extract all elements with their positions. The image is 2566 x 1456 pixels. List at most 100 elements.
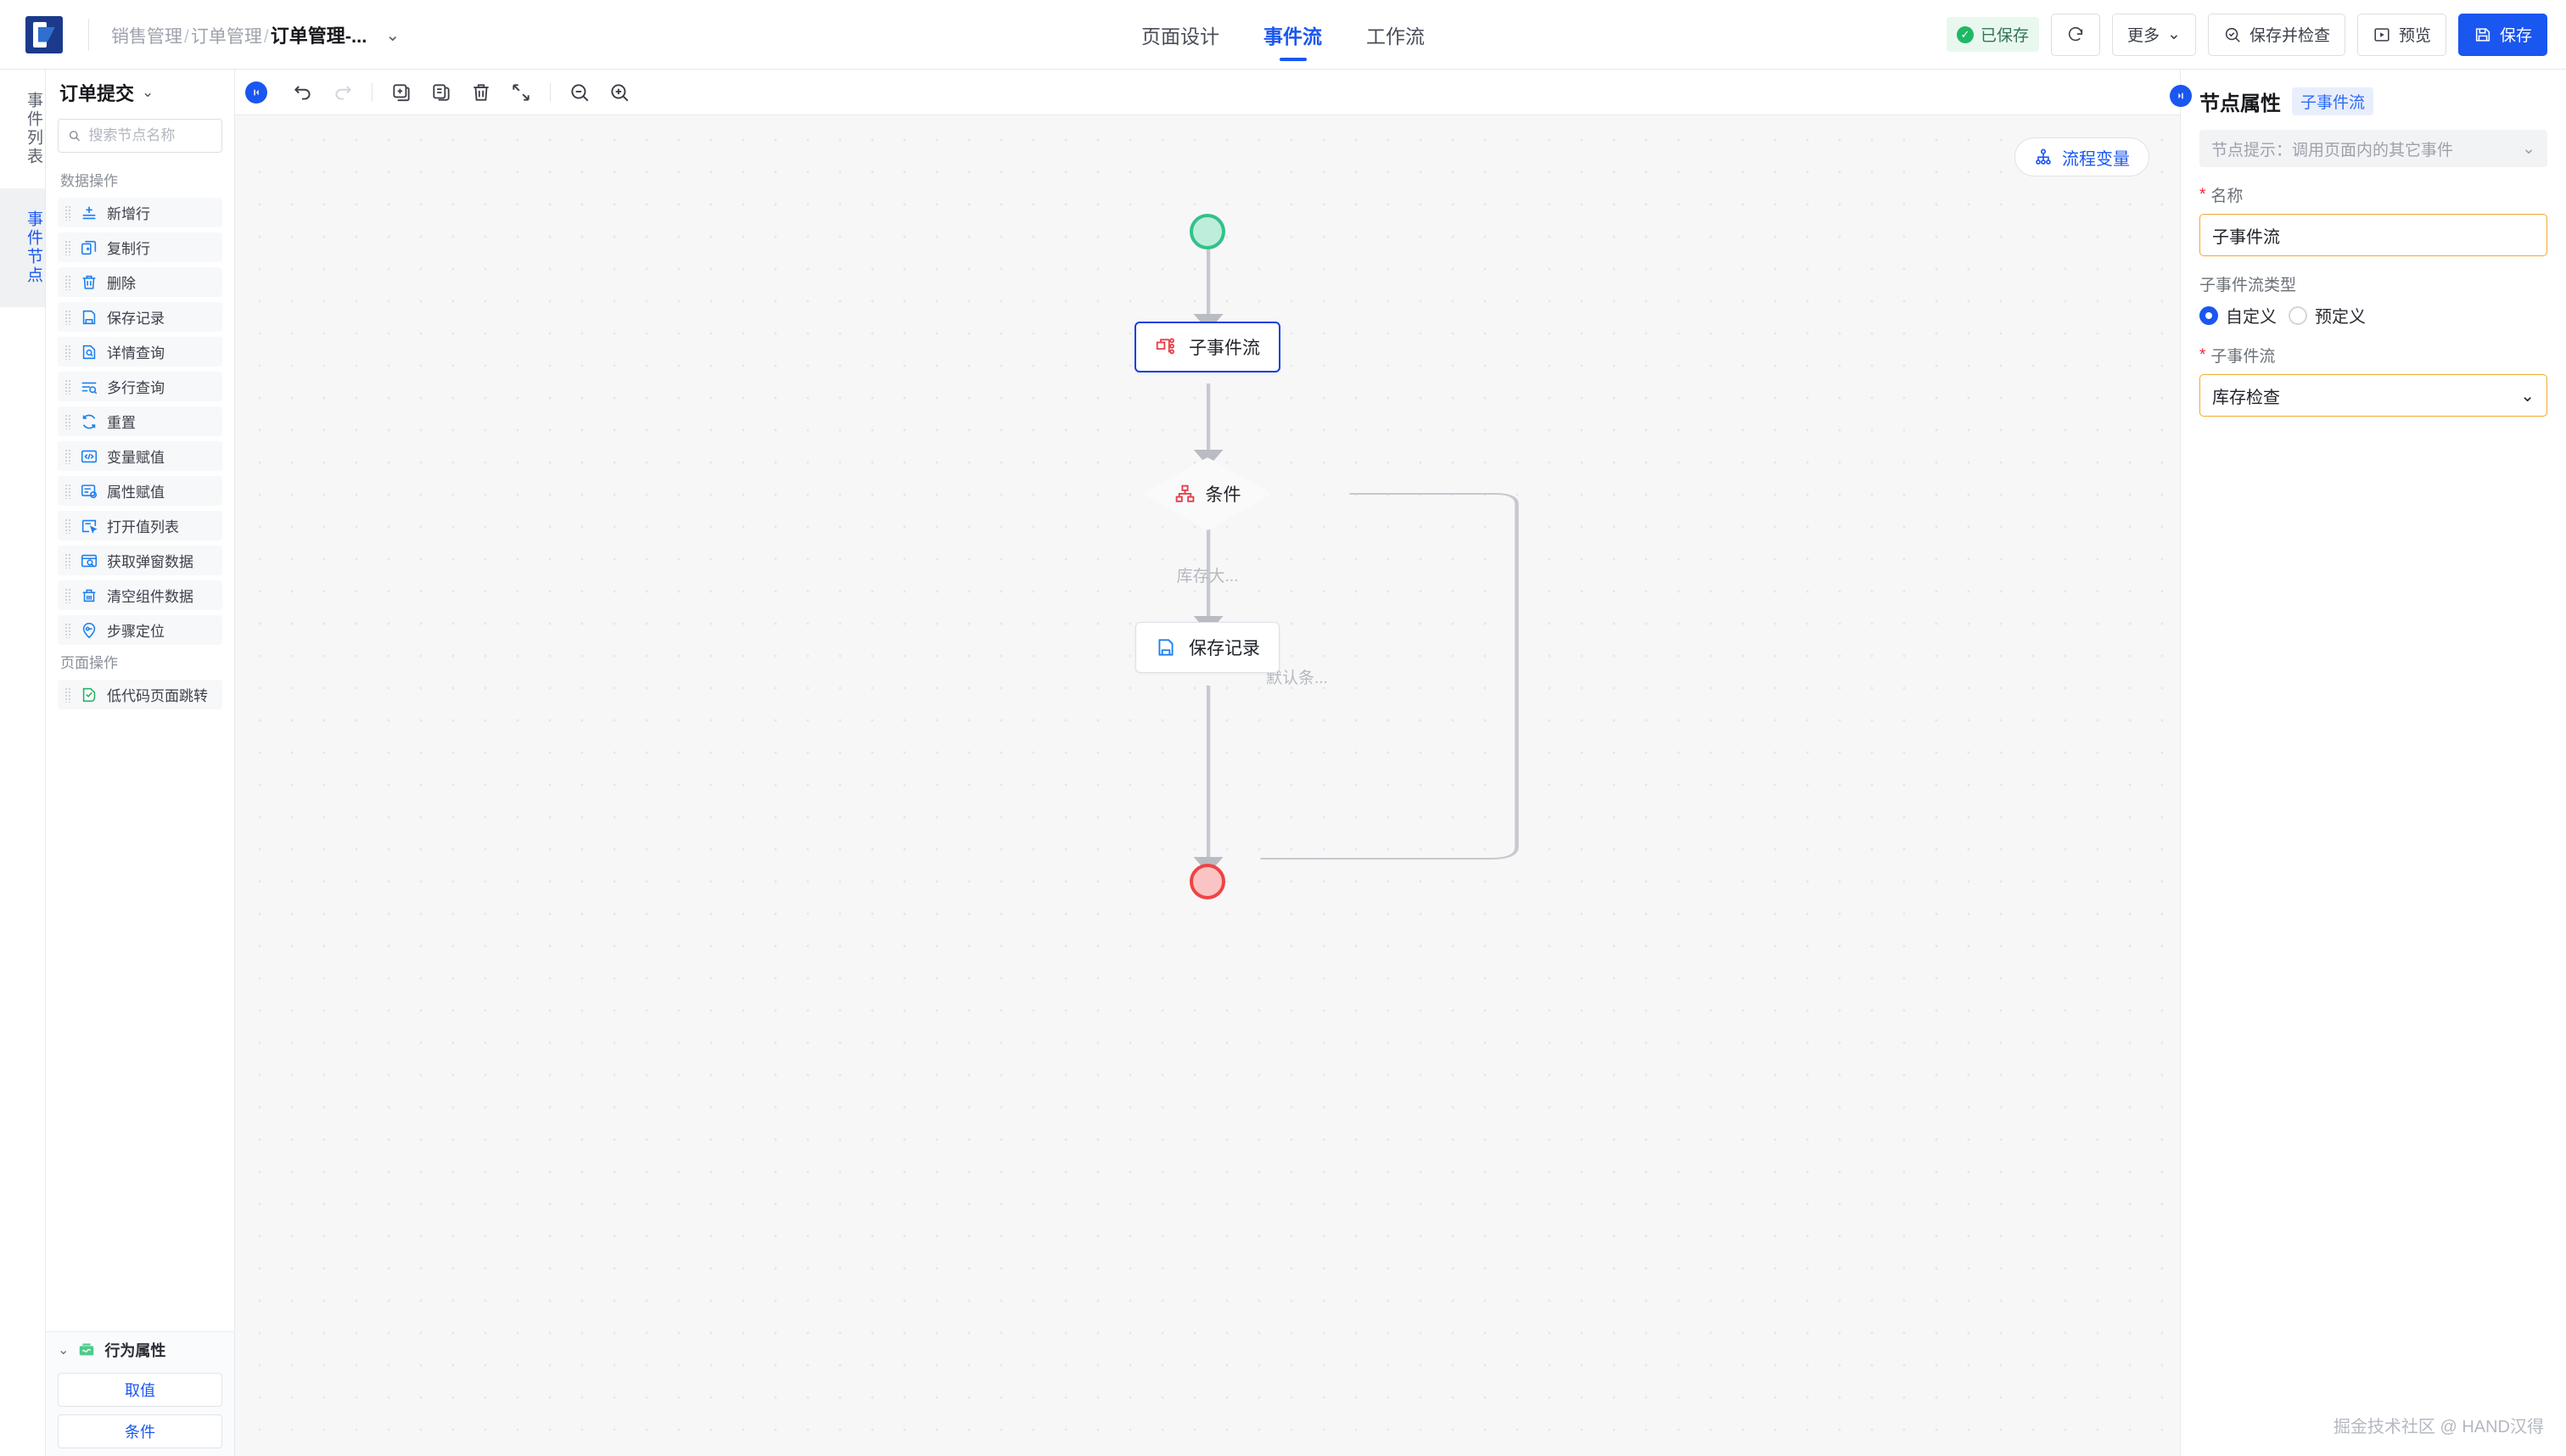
behavior-button-condition[interactable]: 条件 xyxy=(58,1414,222,1448)
search-input[interactable] xyxy=(88,127,212,144)
radio-dot-selected-icon[interactable] xyxy=(2199,305,2218,325)
radio-dot-icon[interactable] xyxy=(2289,305,2307,325)
palette-item-add-row[interactable]: 新增行 xyxy=(58,198,222,227)
search-box[interactable] xyxy=(58,119,222,153)
preview-label: 预览 xyxy=(2398,27,2431,45)
save-button[interactable]: 保存 xyxy=(2457,13,2547,56)
node-subflow[interactable]: 子事件流 xyxy=(1135,322,1280,372)
chevron-down-icon[interactable]: ⌄ xyxy=(2520,386,2535,406)
drag-handle-icon[interactable] xyxy=(64,518,71,534)
palette-header: 订单提交 ⌄ xyxy=(46,70,234,115)
zoom-out-button[interactable] xyxy=(563,76,597,109)
radio-custom[interactable]: 自定义 xyxy=(2199,303,2277,328)
palette-item-label: 清空组件数据 xyxy=(107,589,193,605)
copy-icon xyxy=(393,83,410,101)
name-input[interactable] xyxy=(2212,225,2535,245)
more-button[interactable]: 更多 ⌄ xyxy=(2112,13,2196,56)
drag-handle-icon[interactable] xyxy=(64,483,71,499)
palette-list[interactable]: 数据操作 新增行 复制行 xyxy=(46,163,234,1331)
delete-button[interactable] xyxy=(464,76,498,109)
tab-event-flow[interactable]: 事件流 xyxy=(1263,0,1322,70)
flow-canvas[interactable]: 流程变量 xyxy=(235,115,2180,1456)
copy-button[interactable] xyxy=(384,76,418,109)
drag-handle-icon[interactable] xyxy=(64,552,71,568)
condition-icon xyxy=(1175,484,1194,502)
drag-handle-icon[interactable] xyxy=(64,274,71,290)
toolbar-divider xyxy=(550,82,551,102)
breadcrumb-separator: / xyxy=(184,26,189,47)
chevron-down-icon[interactable]: ⌄ xyxy=(2522,139,2535,158)
node-hint-banner[interactable]: 节点提示：调用页面内的其它事件 ⌄ xyxy=(2199,130,2547,167)
palette-item-delete[interactable]: 删除 xyxy=(58,267,222,297)
palette-item-copy-row[interactable]: 复制行 xyxy=(58,232,222,262)
flow-variable-icon xyxy=(2036,148,2051,165)
behavior-button-get-value[interactable]: 取值 xyxy=(58,1373,222,1407)
zoom-in-button[interactable] xyxy=(602,76,636,109)
node-save-record[interactable]: 保存记录 xyxy=(1135,622,1280,673)
preview-button[interactable]: 预览 xyxy=(2356,13,2446,56)
palette-item-open-value-list[interactable]: 打开值列表 xyxy=(58,511,222,540)
radio-predefined[interactable]: 预定义 xyxy=(2289,303,2366,328)
rail-tab-event-list[interactable]: 事件列表 xyxy=(25,92,42,166)
palette-item-property-assign[interactable]: 属性赋值 xyxy=(58,476,222,506)
drag-handle-icon[interactable] xyxy=(64,204,71,221)
tab-workflow[interactable]: 工作流 xyxy=(1366,25,1425,48)
save-and-check-button[interactable]: 保存并检查 xyxy=(2207,13,2345,56)
modal-data-icon xyxy=(81,554,98,567)
breadcrumb-item-1[interactable]: 订单管理 xyxy=(190,26,262,47)
node-start[interactable] xyxy=(1190,214,1225,249)
check-icon: ✓ xyxy=(1957,25,1974,43)
collapse-left-panel-button[interactable] xyxy=(245,81,267,104)
header-actions: ✓ 已保存 更多 ⌄ 保存并检查 xyxy=(1947,13,2566,56)
collapse-right-panel-button[interactable] xyxy=(2170,85,2192,107)
refresh-button[interactable] xyxy=(2051,13,2101,56)
palette-item-reset[interactable]: 重置 xyxy=(58,406,222,436)
behavior-header[interactable]: ⌄ 行为属性 xyxy=(58,1332,222,1368)
start-node-circle-icon[interactable] xyxy=(1190,214,1225,249)
palette-item-lowcode-page-jump[interactable]: 低代码页面跳转 xyxy=(58,680,222,709)
drag-handle-icon[interactable] xyxy=(64,686,71,703)
drag-handle-icon[interactable] xyxy=(64,622,71,638)
palette-item-label: 低代码页面跳转 xyxy=(107,688,208,704)
edge-label-true: 库存大... xyxy=(1176,568,1239,585)
node-subflow-box[interactable]: 子事件流 xyxy=(1135,322,1280,372)
palette-item-clear-component-data[interactable]: 清空组件数据 xyxy=(58,580,222,610)
end-node-circle-icon[interactable] xyxy=(1190,864,1225,899)
copy-row-icon xyxy=(81,240,97,255)
breadcrumb-current: 订单管理-... xyxy=(270,25,367,47)
palette-item-multi-row-query[interactable]: 多行查询 xyxy=(58,372,222,401)
drag-handle-icon[interactable] xyxy=(64,587,71,603)
drag-handle-icon[interactable] xyxy=(64,378,71,395)
breadcrumb-item-0[interactable]: 销售管理 xyxy=(111,26,182,47)
chevron-down-icon[interactable]: ⌄ xyxy=(58,1343,70,1358)
drag-handle-icon[interactable] xyxy=(64,413,71,429)
palette-item-get-modal-data[interactable]: 获取弹窗数据 xyxy=(58,546,222,575)
status-badge-label: 已保存 xyxy=(1981,27,2030,45)
rail-tab-event-node[interactable]: 事件节点 xyxy=(0,188,45,307)
palette-item-save-record[interactable]: 保存记录 xyxy=(58,302,222,332)
drag-handle-icon[interactable] xyxy=(64,239,71,255)
palette-item-label: 多行查询 xyxy=(107,380,165,396)
palette-item-step-locate[interactable]: 步骤定位 xyxy=(58,615,222,645)
undo-button[interactable] xyxy=(286,76,320,109)
redo-button[interactable] xyxy=(326,76,360,109)
drag-handle-icon[interactable] xyxy=(64,344,71,360)
flow-variable-button[interactable]: 流程变量 xyxy=(2014,137,2149,176)
subflow-select[interactable]: 库存检查 ⌄ xyxy=(2199,374,2547,417)
breadcrumb-chevron-down-icon[interactable]: ⌄ xyxy=(385,25,401,45)
fit-screen-button[interactable] xyxy=(504,76,538,109)
tab-page-design[interactable]: 页面设计 xyxy=(1141,25,1219,48)
node-condition-diamond[interactable]: 条件 xyxy=(1143,457,1272,530)
palette-chevron-down-icon[interactable]: ⌄ xyxy=(142,84,154,100)
node-save-record-box[interactable]: 保存记录 xyxy=(1135,622,1280,673)
node-condition[interactable]: 条件 xyxy=(1143,457,1272,530)
field-subflow: * 子事件流 库存检查 ⌄ xyxy=(2199,344,2547,417)
palette-item-variable-assign[interactable]: 变量赋值 xyxy=(58,441,222,471)
drag-handle-icon[interactable] xyxy=(64,448,71,464)
field-name-input-wrap[interactable] xyxy=(2199,214,2547,256)
palette-item-detail-query[interactable]: 详情查询 xyxy=(58,337,222,367)
paste-button[interactable] xyxy=(424,76,458,109)
node-end[interactable] xyxy=(1190,864,1225,899)
drag-handle-icon[interactable] xyxy=(64,309,71,325)
